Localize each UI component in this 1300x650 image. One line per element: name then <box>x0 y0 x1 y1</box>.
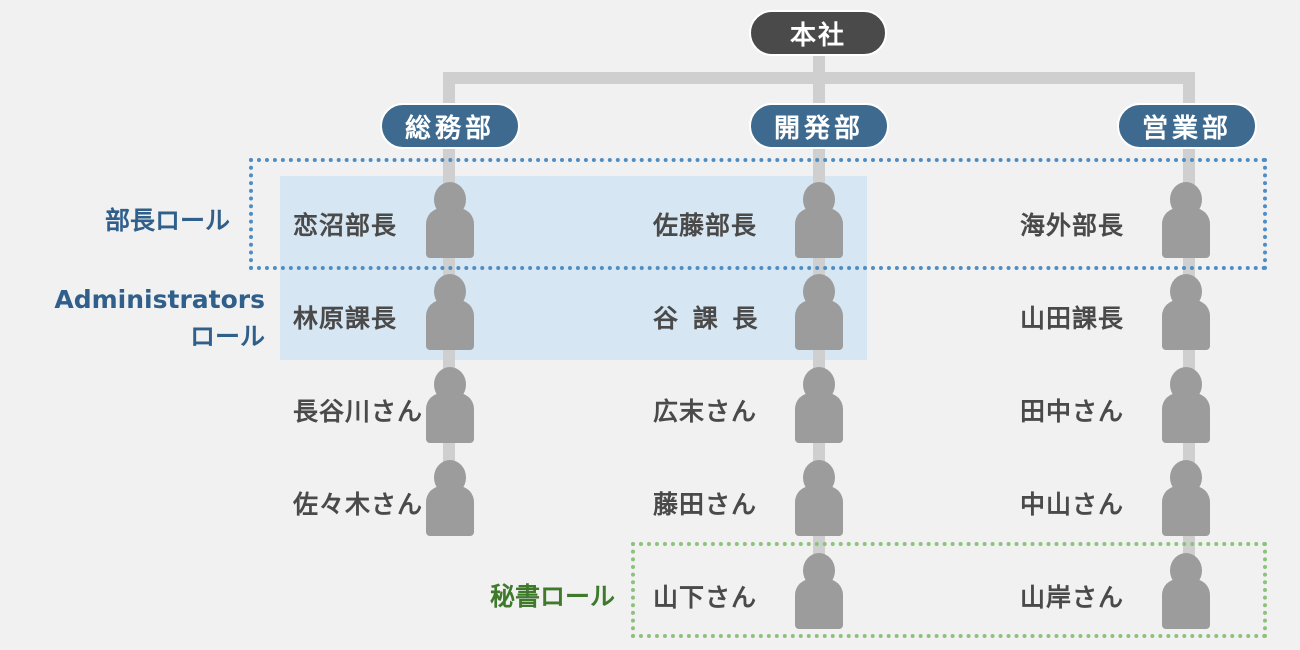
member-name: 山岸さん <box>1020 583 1125 612</box>
department-node-somu: 総務部 <box>380 103 520 149</box>
person-icon <box>795 553 843 629</box>
member-name: 林原課長 <box>293 304 398 333</box>
person-icon <box>795 182 843 258</box>
administrators-role-label-line1: Administrators <box>54 285 265 314</box>
person-icon <box>1162 460 1210 536</box>
department-node-eigyo: 営業部 <box>1117 103 1257 149</box>
member-name: 山下さん <box>653 583 758 612</box>
headquarters-node: 本社 <box>749 10 887 56</box>
member-name: 谷 課 長 <box>653 304 761 333</box>
member-name: 長谷川さん <box>293 397 424 426</box>
member-name: 山田課長 <box>1020 304 1125 333</box>
person-icon <box>426 274 474 350</box>
member-name: 広末さん <box>653 397 758 426</box>
connector-somu <box>443 72 455 106</box>
person-icon <box>426 182 474 258</box>
connector-eigyo <box>1183 72 1195 106</box>
manager-role-box <box>249 158 1267 270</box>
member-name: 佐藤部長 <box>653 211 758 240</box>
member-name: 中山さん <box>1020 490 1125 519</box>
person-icon <box>1162 367 1210 443</box>
administrators-role-label-line2: ロール <box>189 322 265 351</box>
secretary-role-box <box>631 542 1267 638</box>
member-name: 藤田さん <box>653 490 758 519</box>
secretary-role-label: 秘書ロール <box>489 582 615 611</box>
person-icon <box>426 367 474 443</box>
member-name: 海外部長 <box>1020 211 1125 240</box>
person-icon <box>795 367 843 443</box>
member-name: 佐々木さん <box>293 490 424 519</box>
person-icon <box>795 274 843 350</box>
hq-connector <box>813 54 825 76</box>
manager-role-label: 部長ロール <box>104 206 230 235</box>
person-icon <box>1162 274 1210 350</box>
department-node-kaihatsu: 開発部 <box>749 103 889 149</box>
person-icon <box>426 460 474 536</box>
connector-kaihatsu <box>813 72 825 106</box>
person-icon <box>1162 182 1210 258</box>
member-name: 田中さん <box>1020 397 1125 426</box>
person-icon <box>795 460 843 536</box>
member-name: 恋沼部長 <box>293 211 398 240</box>
person-icon <box>1162 553 1210 629</box>
